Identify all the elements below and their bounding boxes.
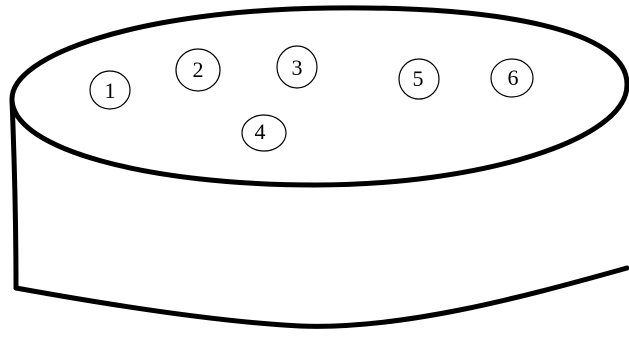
marker-5: 5 <box>399 59 439 99</box>
marker-6-label: 6 <box>508 65 519 90</box>
marker-2-label: 2 <box>193 57 204 82</box>
marker-4-label: 4 <box>255 119 266 144</box>
cylinder-left-wall <box>12 100 16 288</box>
marker-3-label: 3 <box>292 55 303 80</box>
cylinder-bottom-edge <box>16 268 627 326</box>
marker-3: 3 <box>277 46 317 88</box>
marker-2: 2 <box>176 49 220 91</box>
marker-5-label: 5 <box>413 66 424 91</box>
marker-6: 6 <box>491 59 533 97</box>
marker-1: 1 <box>90 71 130 109</box>
marker-1-label: 1 <box>105 78 116 103</box>
marker-4: 4 <box>242 115 286 151</box>
